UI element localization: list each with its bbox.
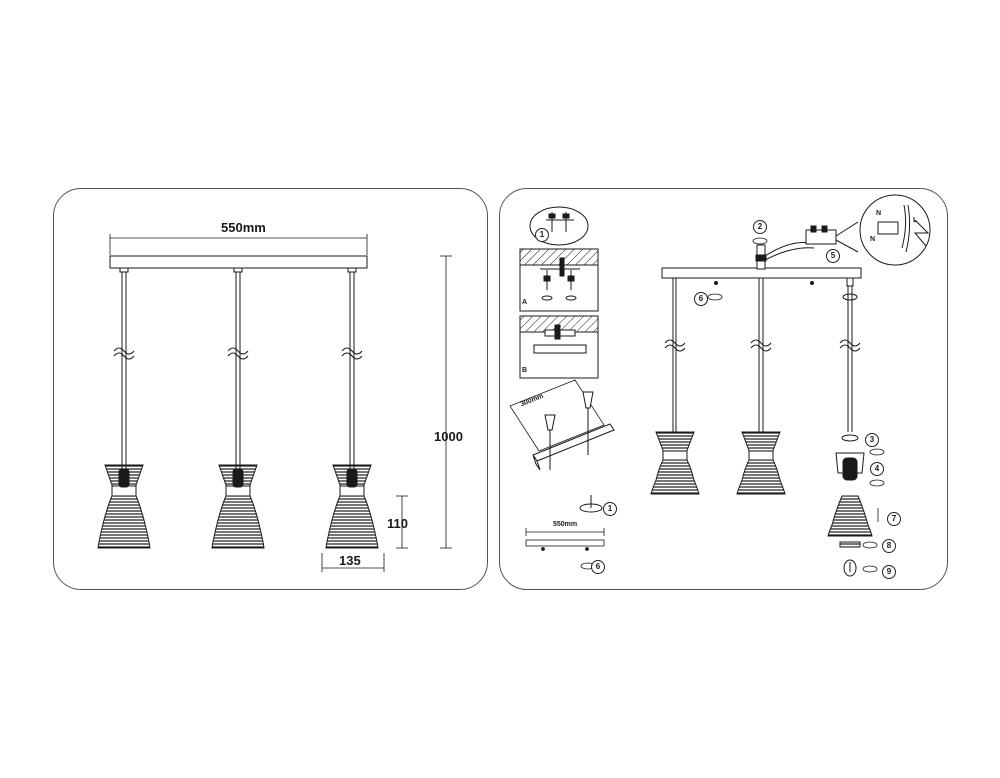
pendant-left <box>97 267 151 549</box>
installed-pendant-middle <box>736 278 786 495</box>
installed-pendant-right-exploded <box>827 277 873 577</box>
step-marker-5: 5 <box>826 249 840 263</box>
pendant-right <box>325 267 379 549</box>
installation-bar <box>661 225 862 285</box>
small-bar-width-label: 550mm <box>553 521 578 528</box>
step-marker-6: 6 <box>694 292 708 306</box>
pendant-middle <box>211 267 265 549</box>
step-marker-6-bar: 6 <box>591 560 605 574</box>
shade-height-label: 110 <box>387 516 408 531</box>
bar-width-dimension <box>109 234 368 255</box>
mounting-bracket <box>509 379 615 513</box>
step-marker-3: 3 <box>865 433 879 447</box>
drop-height-dimension <box>440 255 452 549</box>
terminal-n-label: N <box>876 210 882 217</box>
bar-width-label: 550mm <box>221 220 266 235</box>
detail-b-diagram <box>519 315 599 379</box>
detail-a-diagram <box>519 248 599 312</box>
step-marker-2: 2 <box>753 220 767 234</box>
detail-a-label: A <box>522 299 528 306</box>
shade-width-label: 135 <box>339 553 361 568</box>
step-marker-7: 7 <box>887 512 901 526</box>
detail-b-label: B <box>522 367 528 374</box>
terminal-n-label-2: N <box>870 236 876 243</box>
step-marker-1-bubble: 1 <box>535 228 549 242</box>
step-marker-9: 9 <box>882 565 896 579</box>
step-marker-1-bracket: 1 <box>603 502 617 516</box>
shade-width-dimension <box>321 553 385 572</box>
installed-pendant-left <box>650 278 700 495</box>
step-marker-8: 8 <box>882 539 896 553</box>
drop-height-label: 1000 <box>434 429 463 444</box>
step-marker-4: 4 <box>870 462 884 476</box>
terminal-detail-bubble <box>835 194 931 266</box>
rotation-arrows <box>707 237 885 573</box>
shade-height-dimension <box>396 495 408 549</box>
terminal-l-label: L <box>913 217 918 224</box>
